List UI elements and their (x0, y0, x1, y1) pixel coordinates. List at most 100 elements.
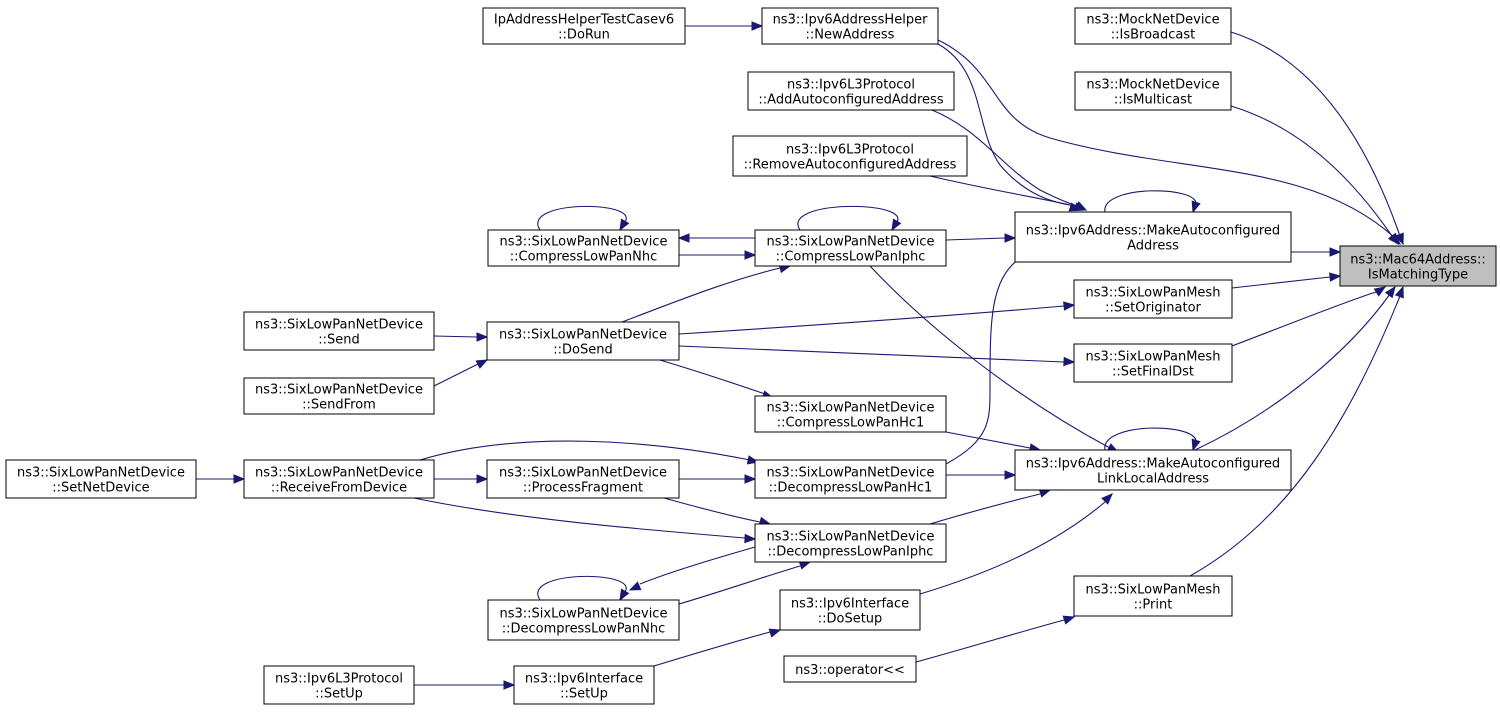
node-label-line: ns3::Ipv6L3Protocol (787, 78, 915, 93)
edge-makeLL-root (1194, 285, 1396, 451)
node-ifSetUp[interactable]: ns3::Ipv6Interface::SetUp (513, 665, 655, 705)
node-box (1014, 449, 1292, 491)
node-label-line: ns3::SixLowPanNetDevice (255, 318, 423, 333)
node-compNhc[interactable]: ns3::SixLowPanNetDevice::CompressLowPanN… (487, 229, 680, 267)
edge-line (1189, 295, 1401, 577)
node-label-line: ns3::operator<< (795, 663, 905, 678)
edge-makeAuto-makeAuto (1104, 190, 1201, 214)
arrowhead-icon (1101, 493, 1113, 505)
node-box (1073, 343, 1233, 383)
edge-compNhc-compNhc (537, 205, 630, 232)
node-label-line: LinkLocalAddress (1097, 472, 1209, 487)
node-label-line: ns3::SixLowPanNetDevice (499, 466, 667, 481)
node-box (5, 459, 197, 499)
node-label-line: ns3::SixLowPanNetDevice (255, 383, 423, 398)
node-setNet[interactable]: ns3::SixLowPanNetDevice::SetNetDevice (5, 459, 197, 499)
edge-line (678, 345, 1065, 363)
nodes-layer: ns3::Mac64Address::IsMatchingType IpAddre… (5, 7, 1497, 705)
node-doSend[interactable]: ns3::SixLowPanNetDevice::DoSend (486, 321, 680, 361)
node-ifDoSetup[interactable]: ns3::Ipv6Interface::DoSetup (779, 589, 921, 631)
node-label-line: ::SetUp (315, 687, 363, 702)
edge-ifSetUp-ifDoSetup (653, 628, 782, 667)
arrowhead-icon (503, 680, 516, 690)
edge-line (945, 431, 1031, 449)
arrowhead-icon (1394, 232, 1404, 246)
node-label-line: ns3::Ipv6L3Protocol (275, 672, 403, 687)
arrowhead-icon (1329, 272, 1342, 282)
arrowhead-icon (1329, 247, 1342, 257)
root-node[interactable]: ns3::Mac64Address::IsMatchingType (1339, 245, 1497, 287)
edge-line (1194, 293, 1391, 451)
node-label-line: ::DoSetup (818, 612, 883, 627)
edge-doSend-compHc1 (659, 359, 775, 400)
node-label-line: ns3::SixLowPanNetDevice (500, 235, 668, 250)
edge-line (931, 109, 1079, 207)
node-makeAuto[interactable]: ns3::Ipv6Address::MakeAutoconfiguredAddr… (1014, 211, 1292, 263)
node-label-line: ns3::Mac64Address:: (1350, 253, 1485, 268)
edge-line (433, 335, 478, 338)
node-box (754, 395, 947, 433)
node-setFinal[interactable]: ns3::SixLowPanMesh::SetFinalDst (1073, 343, 1233, 383)
node-send[interactable]: ns3::SixLowPanNetDevice::Send (243, 311, 435, 351)
node-compHc1[interactable]: ns3::SixLowPanNetDevice::CompressLowPanH… (754, 395, 947, 433)
edges-layer (196, 21, 1404, 690)
edge-procFrag-decHc1 (679, 474, 757, 484)
node-decNhc[interactable]: ns3::SixLowPanNetDevice::DecompressLowPa… (487, 599, 680, 641)
node-setOrig[interactable]: ns3::SixLowPanMesh::SetOriginator (1073, 279, 1233, 319)
node-label-line: ns3::SixLowPanNetDevice (767, 530, 935, 545)
arrowhead-icon (891, 218, 902, 232)
node-decIphc[interactable]: ns3::SixLowPanNetDevice::DecompressLowPa… (754, 523, 947, 563)
node-label-line: ::DecompressLowPanIphc (768, 545, 934, 560)
node-label-line: ::DecompressLowPanNhc (502, 622, 666, 637)
node-compIphc[interactable]: ns3::SixLowPanNetDevice::CompressLowPanI… (754, 229, 947, 267)
edge-line (937, 43, 1076, 207)
node-sendFrom[interactable]: ns3::SixLowPanNetDevice::SendFrom (243, 377, 435, 415)
node-print[interactable]: ns3::SixLowPanMesh::Print (1073, 575, 1233, 617)
node-label-line: ::SendFrom (302, 398, 376, 413)
node-decHc1[interactable]: ns3::SixLowPanNetDevice::DecompressLowPa… (754, 459, 947, 499)
edge-line (1230, 105, 1393, 237)
node-opShift[interactable]: ns3::operator<< (783, 655, 917, 683)
edge-decIphc-decNhc (628, 546, 756, 591)
edge-line (413, 497, 746, 539)
edge-removeAuto-makeAuto (929, 175, 1082, 212)
edge-decIphc-makeLL (929, 488, 1052, 525)
node-label-line: ns3::SixLowPanNetDevice (767, 401, 935, 416)
node-recvFrom[interactable]: ns3::SixLowPanNetDevice::ReceiveFromDevi… (243, 459, 435, 499)
edge-newAddr-makeAuto (937, 43, 1087, 212)
node-removeAuto[interactable]: ns3::Ipv6L3Protocol::RemoveAutoconfigure… (732, 135, 968, 177)
edge-isBroadcast-root (1230, 31, 1404, 246)
edge-line (915, 619, 1065, 663)
node-box (1074, 71, 1232, 111)
node-isMulticast[interactable]: ns3::MockNetDevice::IsMulticast (1074, 71, 1232, 111)
edge-line (945, 237, 1006, 241)
node-addAuto[interactable]: ns3::Ipv6L3Protocol::AddAutoconfiguredAd… (747, 71, 955, 111)
arrowhead-icon (744, 250, 757, 260)
node-box (487, 229, 680, 267)
arrowhead-icon (1062, 615, 1076, 625)
node-box (754, 459, 947, 499)
edge-line (919, 501, 1106, 595)
node-label-line: ::SetOriginator (1105, 301, 1201, 316)
arrowhead-icon (744, 533, 757, 544)
node-newAddr[interactable]: ns3::Ipv6AddressHelper::NewAddress (761, 7, 939, 45)
node-box (754, 523, 947, 563)
node-makeLL[interactable]: ns3::Ipv6Address::MakeAutoconfiguredLink… (1014, 449, 1292, 491)
node-l3SetUp[interactable]: ns3::Ipv6L3Protocol::SetUp (263, 665, 415, 705)
node-label-line: IpAddressHelperTestCasev6 (494, 13, 674, 28)
arrowhead-icon (1063, 301, 1076, 311)
node-isBroadcast[interactable]: ns3::MockNetDevice::IsBroadcast (1074, 7, 1232, 45)
arrowhead-icon (1191, 438, 1201, 452)
node-procFrag[interactable]: ns3::SixLowPanNetDevice::ProcessFragment (486, 459, 680, 499)
node-label-line: ::Send (318, 333, 360, 348)
edge-makeAuto-root (1291, 247, 1342, 257)
arrowhead-icon (744, 474, 757, 484)
node-label-line: ns3::SixLowPanNetDevice (500, 607, 668, 622)
node-ipTest[interactable]: IpAddressHelperTestCasev6::DoRun (482, 7, 686, 45)
node-box (754, 229, 947, 267)
edge-line (678, 305, 1065, 335)
node-box (747, 71, 955, 111)
edge-line (621, 267, 781, 323)
edge-setOrig-root (1231, 272, 1342, 289)
